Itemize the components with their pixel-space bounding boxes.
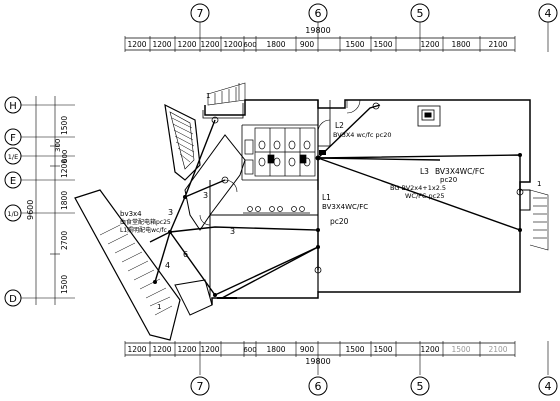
top-dim-4: 1200 <box>200 40 219 49</box>
stair-lower-left <box>74 189 213 341</box>
axis-label-7-top: 7 <box>197 7 204 20</box>
left-dim-1: 1500 <box>60 116 69 135</box>
top-dim-2: 1200 <box>152 40 171 49</box>
top-dim-1: 1200 <box>127 40 146 49</box>
axis-label-1d: 1/D <box>7 210 18 218</box>
top-total-dimension: 19800 <box>305 26 330 35</box>
stair-marker-lower: 1 <box>157 303 161 311</box>
distribution-box <box>417 105 441 127</box>
top-dim-8: 900 <box>300 40 315 49</box>
bottom-dimension-lines: 1200 1200 1200 1200 600 1800 900 1500 15… <box>124 341 549 375</box>
axis-label-7-bottom: 7 <box>197 380 204 393</box>
axis-label-f: F <box>10 133 16 144</box>
top-dim-7: 1800 <box>266 40 285 49</box>
wiring-runs <box>149 104 521 299</box>
wire-count-4: 6 <box>183 250 188 259</box>
left-dim-7: 1500 <box>60 275 69 294</box>
stair-marker-top: 1 <box>206 92 210 100</box>
top-dimension-lines: 19800 1200 1200 1200 1200 1200 600 1800 … <box>124 22 549 52</box>
top-dim-3: 1200 <box>177 40 196 49</box>
circuit-l1-conduit: pc20 <box>330 217 349 226</box>
axis-label-5-bottom: 5 <box>417 380 424 393</box>
left-dim-4: 1200 <box>60 159 69 178</box>
branch-conduit-label: WC/FC pc25 <box>405 192 444 200</box>
axis-label-4-top: 4 <box>545 7 552 20</box>
bottom-dim-10: 1200 <box>420 345 439 354</box>
left-total-dimension: 9600 <box>26 200 35 220</box>
left-axis-bubbles: H F 1/E E 1/D D <box>4 96 22 307</box>
axis-label-h: H <box>9 101 17 112</box>
light-fixtures <box>211 102 524 299</box>
bottom-dim-5: 600 <box>243 346 256 354</box>
axis-bubble-4-bottom <box>538 376 558 396</box>
axis-label-6-bottom: 6 <box>315 380 322 393</box>
left-dimension-lines <box>21 96 75 305</box>
axis-label-6-top: 6 <box>315 7 322 20</box>
wire-count-labels: 3 3 3 6 4 <box>165 191 235 270</box>
circuit-l1-cable: BV3X4WC/FC <box>322 203 368 211</box>
bottom-dim-3: 1200 <box>177 345 196 354</box>
stair-top <box>207 82 246 106</box>
feed-cable-label: bv3x4 <box>120 210 142 218</box>
bottom-dim-12: 2100 <box>488 345 507 354</box>
top-dim-5: 1200 <box>223 40 242 49</box>
top-dim-9: 1500 <box>345 40 364 49</box>
toilet-cubicles <box>243 127 316 214</box>
bottom-dim-2: 1200 <box>152 345 171 354</box>
top-dim-13: 2100 <box>488 40 507 49</box>
left-dim-5: 1800 <box>60 191 69 210</box>
top-dim-12: 1800 <box>451 40 470 49</box>
left-dim-6: 2700 <box>60 231 69 250</box>
stair-right <box>520 189 549 251</box>
sink-row <box>243 206 310 214</box>
circuit-l2-cable: BV3X4 wc/fc pc20 <box>333 131 391 139</box>
top-dim-6: 600 <box>243 41 256 49</box>
bottom-axis-bubbles: 7 6 5 4 <box>190 376 558 396</box>
bottom-dim-9: 1500 <box>373 345 392 354</box>
axis-label-e: E <box>10 176 16 187</box>
circuit-l2-label: L2 <box>335 121 344 130</box>
stair-upper-left <box>164 103 246 231</box>
wire-count-1: 3 <box>203 191 208 200</box>
feed-note-2: L1照明配电wc/fc <box>120 226 167 234</box>
circuit-l3-label: L3 <box>420 167 429 176</box>
circuit-l3-conduit: pc20 <box>440 176 457 184</box>
bottom-dim-6: 1800 <box>266 345 285 354</box>
wire-count-3: 3 <box>230 227 235 236</box>
junction-dots <box>153 153 522 297</box>
axis-bubble-5-bottom <box>410 376 430 396</box>
left-dim-2: 300 <box>54 139 62 152</box>
bottom-dim-1: 1200 <box>127 345 146 354</box>
axis-label-5-top: 5 <box>417 7 424 20</box>
axis-label-4-bottom: 4 <box>545 380 552 393</box>
bottom-dim-7: 900 <box>300 345 315 354</box>
top-axis-bubbles: 7 6 5 4 <box>190 3 558 23</box>
circuit-labels: L2 BV3X4 wc/fc pc20 L3 BV3X4WC/FC pc20 B… <box>120 121 484 234</box>
stair-marker-right: 1 <box>537 180 541 188</box>
bottom-total-dimension: 19800 <box>305 357 330 366</box>
axis-bubble-7-bottom <box>190 376 210 396</box>
branch-cable-label: BG BV2x4+1x2.5 <box>390 184 446 192</box>
feed-note-1: 由食堂配电箱pc25 <box>120 218 171 226</box>
bottom-dim-11: 1500 <box>451 345 470 354</box>
bottom-dim-4: 1200 <box>200 345 219 354</box>
top-dim-10: 1500 <box>373 40 392 49</box>
stair-markers: 1 1 1 <box>157 92 541 311</box>
left-dim-3: 600 <box>61 150 69 163</box>
wire-count-5: 4 <box>165 261 170 270</box>
axis-label-1e: 1/E <box>8 153 18 161</box>
panel-marker <box>319 150 326 155</box>
axis-bubble-6-bottom <box>308 376 328 396</box>
bottom-dim-8: 1500 <box>345 345 364 354</box>
top-dim-11: 1200 <box>420 40 439 49</box>
wire-count-2: 3 <box>168 208 173 217</box>
axis-label-d: D <box>9 294 17 305</box>
circuit-l3-cable: BV3X4WC/FC <box>435 167 484 176</box>
circuit-l1-label: L1 <box>322 193 331 202</box>
